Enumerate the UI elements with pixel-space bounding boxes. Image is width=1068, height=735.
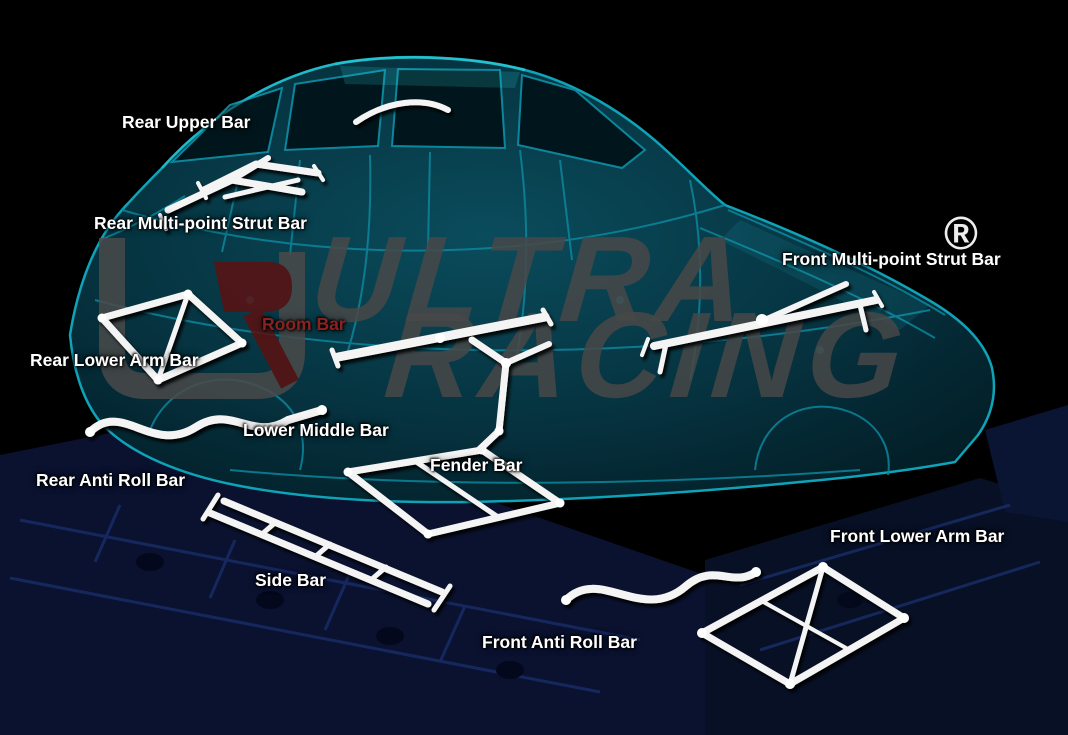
label-rear-upper-bar: Rear Upper Bar bbox=[122, 112, 251, 132]
bar-rear-anti-roll bbox=[85, 405, 327, 440]
bar-side bbox=[200, 492, 453, 613]
label-front-anti-roll-bar: Front Anti Roll Bar bbox=[482, 632, 637, 652]
bar-fender bbox=[468, 336, 552, 453]
label-front-lower-arm-bar: Front Lower Arm Bar bbox=[830, 526, 1005, 546]
bar-front-lower-arm bbox=[697, 562, 909, 689]
label-fender-bar: Fender Bar bbox=[430, 455, 523, 475]
bar-rear-lower-arm bbox=[97, 289, 247, 385]
label-lower-middle-bar: Lower Middle Bar bbox=[243, 420, 389, 440]
bar-front-anti-roll bbox=[561, 567, 761, 605]
label-rear-multi-point-strut-bar: Rear Multi-point Strut Bar bbox=[94, 213, 307, 233]
bar-room bbox=[329, 307, 554, 369]
bar-rear-multi-point-strut bbox=[158, 155, 306, 231]
label-front-multi-point-strut-bar: Front Multi-point Strut Bar bbox=[782, 249, 1001, 269]
label-room-bar: Room Bar bbox=[262, 314, 346, 334]
label-rear-anti-roll-bar: Rear Anti Roll Bar bbox=[36, 470, 186, 490]
label-rear-lower-arm-bar: Rear Lower Arm Bar bbox=[30, 350, 199, 370]
label-side-bar: Side Bar bbox=[255, 570, 326, 590]
registered-trademark-icon: ® bbox=[944, 207, 978, 259]
bar-front-multi-point-strut bbox=[640, 281, 884, 375]
